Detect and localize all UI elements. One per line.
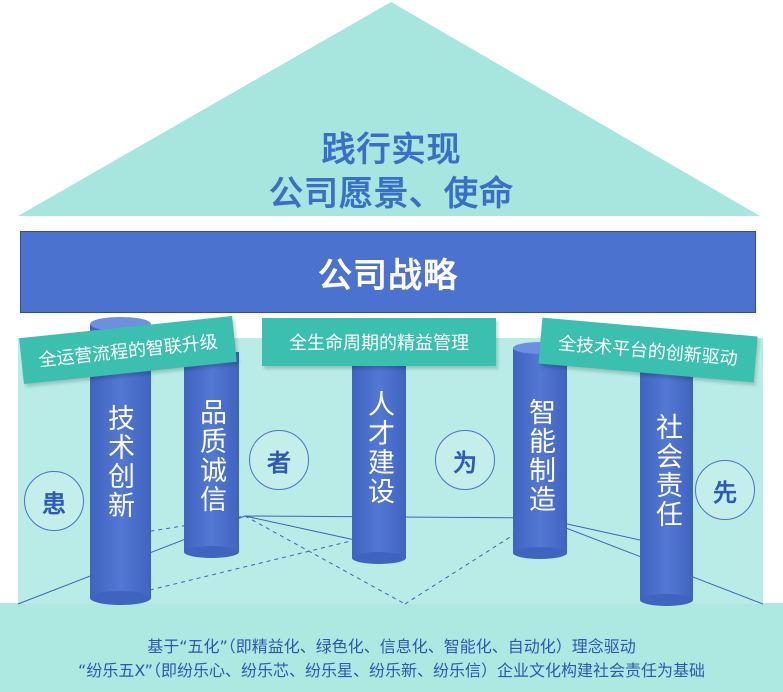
strategy-bar: 公司战略	[20, 231, 756, 313]
circle-char-1: 患	[24, 471, 84, 531]
pillar-3	[352, 360, 406, 564]
floor-band	[0, 603, 783, 692]
roof-title-line1: 践行实现	[321, 130, 462, 170]
circle-char-4: 先	[695, 460, 755, 520]
footer-line2: “纷乐五X”（即纷乐心、纷乐芯、纷乐星、纷乐新、纷乐信）企业文化构建社会责任为基…	[78, 661, 705, 680]
roof-title-line2: 公司愿景、使命	[269, 174, 514, 214]
pillar-label-5: 社会责任	[651, 413, 682, 529]
pillar-5	[640, 362, 693, 606]
strategy-label: 公司战略	[318, 255, 458, 296]
roof-triangle	[18, 2, 760, 216]
circle-char-2: 者	[249, 430, 309, 490]
pillar-label-4: 智能制造	[524, 398, 555, 514]
pillar-label-1: 技术创新	[103, 404, 134, 520]
pillar-label-3: 人才建设	[363, 390, 394, 506]
pillar-4	[513, 342, 567, 559]
circle-char-3: 为	[435, 430, 495, 490]
pillar-label-2: 品质诚信	[195, 398, 226, 514]
banner-center: 全生命周期的精益管理	[262, 318, 496, 366]
pillar-2	[184, 352, 239, 558]
footer-line1: 基于“五化”（即精益化、绿色化、信息化、智能化、自动化）理念驱动	[147, 637, 636, 656]
